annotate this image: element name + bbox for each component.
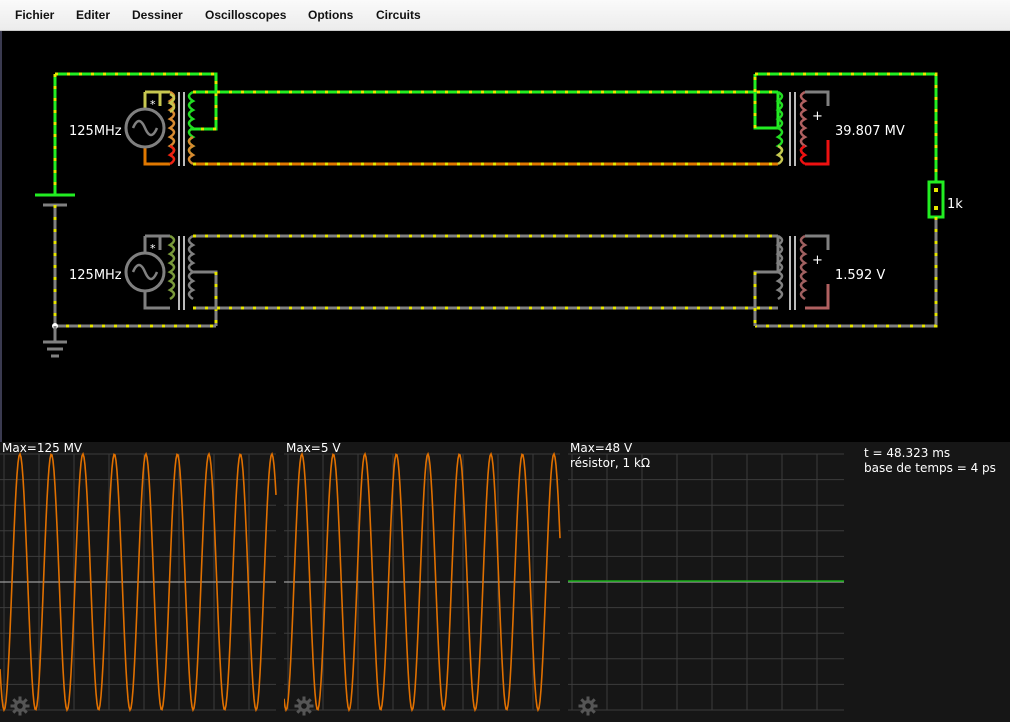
transformer-right-bottom[interactable] <box>753 234 830 326</box>
menu-editer[interactable]: Editer <box>76 8 111 22</box>
source-bottom-frequency: 125MHz <box>69 268 122 283</box>
scope-2-max: Max=5 V <box>286 442 341 455</box>
gear-icon[interactable] <box>10 696 30 716</box>
source-bottom[interactable] <box>124 234 170 310</box>
menu-bar: Fichier Editer Dessiner Oscilloscopes Op… <box>0 0 1010 31</box>
source-top-frequency: 125MHz <box>69 124 122 139</box>
polarity-star-bottom: * <box>150 242 156 255</box>
menu-options[interactable]: Options <box>308 8 354 22</box>
transformer-left-bottom[interactable] <box>160 234 218 326</box>
resistor-label: 1k <box>947 197 963 212</box>
scope-panel: Max=125 MV Max=5 V Max=48 V résistor, 1 … <box>0 442 1010 722</box>
scope-1[interactable]: Max=125 MV <box>0 442 278 722</box>
scope-3[interactable]: Max=48 V résistor, 1 kΩ <box>568 442 846 722</box>
menu-dessiner[interactable]: Dessiner <box>132 8 183 22</box>
time-base: base de temps = 4 ps <box>864 461 996 475</box>
scope-1-max: Max=125 MV <box>2 442 83 455</box>
circuit-canvas[interactable]: * 125MHz + 39.807 MV <box>0 31 1010 442</box>
plus-sign-bottom: + <box>812 253 823 268</box>
voltage-bottom-label: 1.592 V <box>835 268 885 283</box>
polarity-star-top: * <box>150 98 156 111</box>
scope-1-trace <box>0 451 277 713</box>
gear-icon[interactable] <box>294 696 314 716</box>
scope-2-trace <box>284 451 561 713</box>
plus-sign-top: + <box>812 109 823 124</box>
resistor-1k[interactable] <box>927 180 945 219</box>
scope-2[interactable]: Max=5 V <box>284 442 562 722</box>
wire-right-top[interactable] <box>755 72 938 182</box>
gear-icon[interactable] <box>578 696 598 716</box>
transformer-left-top[interactable] <box>160 90 196 166</box>
scope-3-name: résistor, 1 kΩ <box>570 456 650 470</box>
source-top[interactable] <box>124 90 170 166</box>
simulation-info: t = 48.323 ms base de temps = 4 ps <box>864 446 996 476</box>
wire-right-bottom[interactable] <box>755 217 938 328</box>
scope-3-max: Max=48 V <box>570 442 633 455</box>
simulation-time: t = 48.323 ms <box>864 446 951 460</box>
voltage-top-label: 39.807 MV <box>835 124 905 139</box>
wire-top-outer[interactable] <box>55 72 218 131</box>
transformer-right-top[interactable] <box>753 74 830 166</box>
menu-circuits[interactable]: Circuits <box>376 8 421 22</box>
battery[interactable] <box>35 193 75 207</box>
menu-oscilloscopes[interactable]: Oscilloscopes <box>205 8 287 22</box>
menu-fichier[interactable]: Fichier <box>15 8 55 22</box>
ground-symbol[interactable] <box>43 326 67 358</box>
